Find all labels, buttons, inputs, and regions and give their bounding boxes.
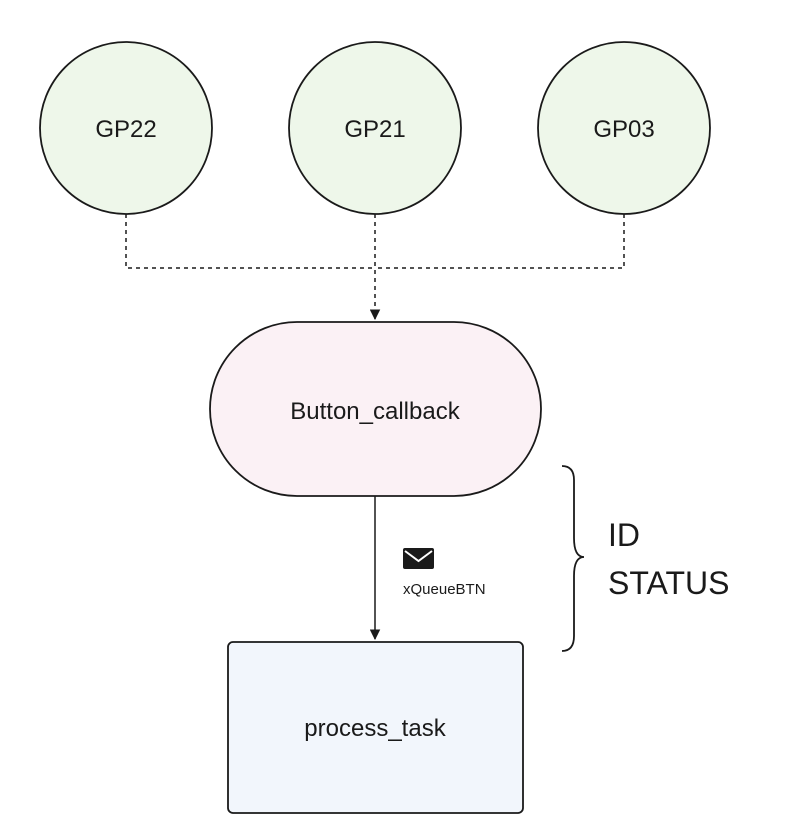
envelope-icon — [403, 548, 434, 569]
task-label: process_task — [304, 715, 446, 742]
message-field-id: ID — [608, 517, 640, 553]
connector-gp22 — [125, 214, 375, 269]
task-node: process_task — [227, 641, 524, 814]
task-shape — [227, 641, 524, 814]
message-brace — [561, 465, 585, 652]
gpio-circle — [288, 41, 462, 215]
gpio-circle — [39, 41, 213, 215]
message-field-status: STATUS — [608, 565, 729, 601]
gpio-label: GP03 — [593, 116, 654, 143]
gpio-label: GP21 — [344, 116, 405, 143]
callback-node: Button_callback — [209, 321, 542, 497]
gpio-label: GP22 — [95, 116, 156, 143]
gpio-node-gp21: GP21 — [288, 41, 462, 215]
queue-label: xQueueBTN — [403, 581, 486, 598]
gpio-node-gp03: GP03 — [537, 41, 711, 215]
gpio-connectors — [125, 214, 625, 321]
callback-label: Button_callback — [290, 398, 460, 425]
gpio-circle — [537, 41, 711, 215]
gpio-node-gp22: GP22 — [39, 41, 213, 215]
connector-gp03 — [375, 214, 625, 269]
